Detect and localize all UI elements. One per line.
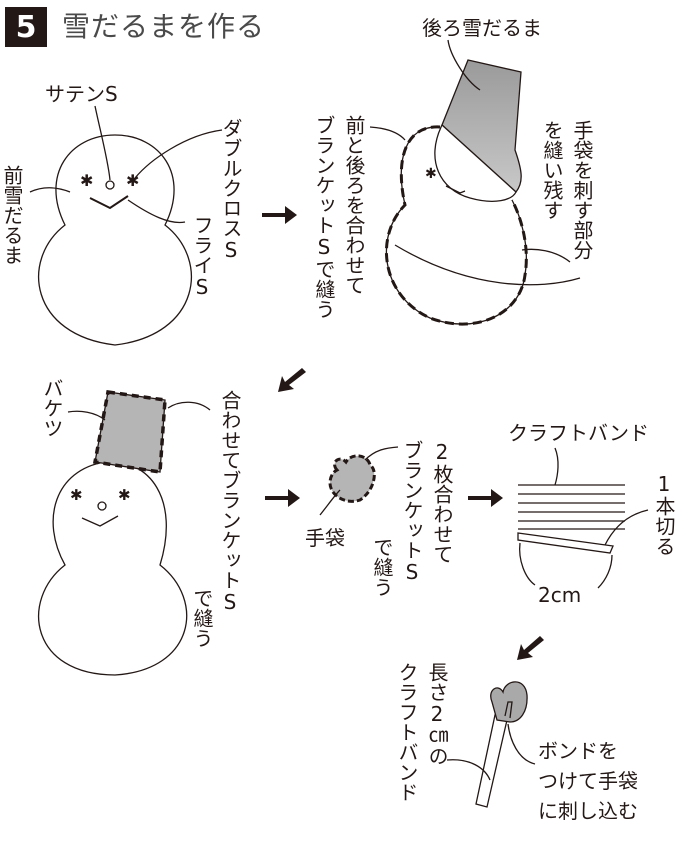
- bucket-snowman-drawing: ✱ ✱: [38, 390, 211, 676]
- arrow-right-icon-2: [265, 489, 300, 507]
- front-snowman-label: 前雪だるま: [0, 165, 24, 265]
- fly-stitch-label: フライS: [190, 215, 214, 299]
- page-title: 雪だるまを作る: [62, 10, 266, 43]
- bucket-blanket-stitch-label: 合わせてブランケットS: [218, 390, 242, 614]
- band-craft-label: クラフトバンド: [395, 662, 419, 802]
- glue-label-1: ボンドを: [538, 739, 618, 763]
- back-snowman-label: 後ろ雪だるま: [422, 16, 542, 40]
- craft-band-drawing: [517, 447, 649, 589]
- arrow-right-icon-3: [468, 489, 503, 507]
- width-2cm-label: 2cm: [538, 583, 582, 607]
- glue-label-2: つけて手袋: [538, 769, 638, 793]
- glove-blanket-stitch-label: ブランケットS: [400, 440, 424, 584]
- bucket-label: バケツ: [40, 378, 64, 438]
- bucket-sew-label: で縫う: [190, 588, 214, 648]
- cut-one-label: 1本切る: [652, 472, 676, 556]
- band-length-label: 長さ2㎝の: [425, 662, 449, 766]
- leave-open-label-2: を縫い残す: [540, 120, 564, 220]
- eye-left-icon: ✱: [80, 171, 93, 190]
- glove-drawing: [319, 446, 399, 516]
- stitched-snowman-drawing: ✱: [369, 39, 581, 326]
- leave-open-label-1: 手袋を刺す部分: [570, 120, 594, 260]
- glue-label-3: に刺し込む: [538, 799, 638, 823]
- eye-left-icon-2: ✱: [70, 486, 83, 504]
- satin-stitch-label: サテンS: [45, 82, 118, 106]
- blanket-stitch-sew-label: ブランケットSで縫う: [312, 115, 336, 319]
- arrow-right-icon: [262, 206, 297, 224]
- glove-sew-label: で縫う: [370, 537, 394, 597]
- front-snowman-drawing: ✱ ✱: [29, 105, 223, 346]
- eye-right-icon: ✱: [126, 171, 139, 190]
- eye-icon: ✱: [425, 166, 437, 182]
- join-front-back-label: 前と後ろを合わせて: [342, 115, 366, 295]
- step-number-badge: 5: [5, 7, 47, 47]
- double-cross-stitch-label: ダブルクロスS: [219, 118, 243, 262]
- glove-on-stick-drawing: [446, 681, 536, 808]
- glove-two-pieces-label: 2枚合わせて: [430, 440, 454, 564]
- craft-band-label: クラフトバンド: [508, 421, 649, 445]
- glove-label: 手袋: [305, 526, 345, 550]
- arrow-down-left-icon: [278, 368, 306, 392]
- eye-right-icon-2: ✱: [118, 486, 131, 504]
- arrow-down-left-icon-2: [517, 636, 544, 660]
